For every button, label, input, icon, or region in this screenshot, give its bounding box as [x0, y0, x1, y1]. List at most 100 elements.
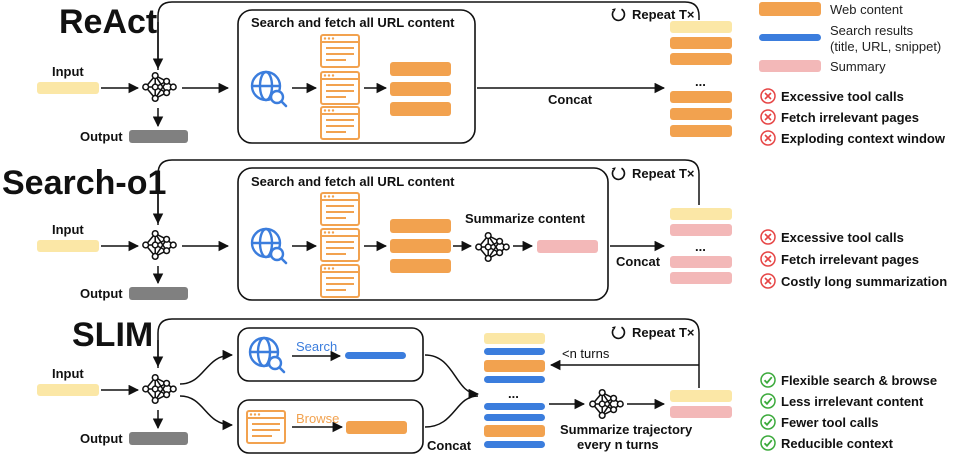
- check-icon: [760, 414, 776, 430]
- repeat-icon: [610, 166, 626, 181]
- trajectory-search-block: [484, 376, 545, 383]
- slim-concat-label: Concat: [427, 438, 472, 453]
- slim-ellipsis: ...: [508, 386, 519, 401]
- react-agent-network-icon: [142, 71, 177, 103]
- slim-benefit: Reducible context: [781, 436, 894, 451]
- trajectory-search-block: [484, 403, 545, 410]
- context-web-block: [670, 91, 732, 103]
- legend-search-results: Search results: [830, 23, 914, 38]
- summarizer-network-icon: [475, 231, 510, 263]
- react-tool-box: [237, 9, 476, 144]
- webpage-icon: [320, 192, 360, 226]
- search-o1-repeat-label: Repeat T×: [632, 166, 695, 181]
- slim-browse-label: Browse: [296, 411, 339, 426]
- context-web-block: [670, 37, 732, 49]
- trajectory-web-block: [484, 360, 545, 372]
- react-issue: Excessive tool calls: [781, 89, 904, 104]
- search-o1-input-label: Input: [52, 222, 84, 237]
- slim-title: SLIM: [72, 316, 153, 354]
- context-summary-block: [670, 272, 732, 284]
- search-o1-ellipsis: ...: [695, 239, 706, 254]
- web-content-block: [346, 421, 407, 434]
- context-input-block: [670, 21, 732, 33]
- search-o1-summarize-label: Summarize content: [465, 211, 586, 226]
- slim-search-label: Search: [296, 339, 337, 354]
- react-concat-label: Concat: [548, 92, 593, 107]
- slim-summarize-label: every n turns: [577, 437, 659, 452]
- webpage-icon: [320, 34, 360, 68]
- react-ellipsis: ...: [695, 74, 706, 89]
- react-output-bar: [129, 130, 188, 143]
- web-content-block: [390, 219, 451, 233]
- webpage-icon: [320, 71, 360, 105]
- legend-search-results-swatch: [759, 34, 821, 41]
- legend-web-content: Web content: [830, 2, 903, 17]
- legend-search-results-detail: (title, URL, snippet): [830, 39, 941, 54]
- legend-web-content-swatch: [759, 2, 821, 16]
- context-summary-block: [670, 256, 732, 268]
- slim-benefit: Fewer tool calls: [781, 415, 879, 430]
- check-icon: [760, 393, 776, 409]
- context-summary-block: [670, 224, 732, 236]
- search-o1-input-bar: [37, 240, 99, 252]
- webpage-icon: [320, 228, 360, 262]
- react-tool-box-title: Search and fetch all URL content: [251, 15, 455, 30]
- search-o1-tool-box-title: Search and fetch all URL content: [251, 174, 455, 189]
- slim-search-box: [237, 327, 424, 382]
- slim-input-label: Input: [52, 366, 84, 381]
- web-content-block: [390, 259, 451, 273]
- search-o1-concat-label: Concat: [616, 254, 661, 269]
- summary-block: [537, 240, 598, 253]
- react-section: ReAct Repeat T× Input Output Search and …: [37, 1, 946, 146]
- search-o1-output-bar: [129, 287, 188, 300]
- context-web-block: [670, 53, 732, 65]
- repeat-icon: [610, 325, 626, 340]
- search-o1-issue: Fetch irrelevant pages: [781, 252, 919, 267]
- legend-summary-swatch: [759, 60, 821, 72]
- web-content-block: [390, 102, 451, 116]
- cross-icon: [760, 251, 776, 267]
- cross-icon: [760, 229, 776, 245]
- react-title: ReAct: [59, 3, 157, 41]
- context-web-block: [670, 108, 732, 120]
- slim-benefit: Flexible search & browse: [781, 373, 937, 388]
- slim-benefit: Less irrelevant content: [781, 394, 924, 409]
- web-content-block: [390, 82, 451, 96]
- react-repeat-label: Repeat T×: [632, 7, 695, 22]
- trajectory-search-block: [484, 348, 545, 355]
- slim-output-bar: [129, 432, 188, 445]
- slim-output-label: Output: [80, 431, 123, 446]
- check-icon: [760, 372, 776, 388]
- react-input-bar: [37, 82, 99, 94]
- context-input-block: [670, 390, 732, 402]
- slim-summarize-label: Summarize trajectory: [560, 422, 693, 437]
- react-issue: Exploding context window: [781, 131, 946, 146]
- check-icon: [760, 435, 776, 451]
- context-web-block: [670, 125, 732, 137]
- webpage-icon: [320, 264, 360, 298]
- search-o1-title: Search-o1: [2, 164, 166, 202]
- slim-section: SLIM Repeat T× Input Output Search Brows…: [37, 316, 937, 454]
- repeat-icon: [610, 7, 626, 22]
- cross-icon: [760, 130, 776, 146]
- trajectory-search-block: [484, 441, 545, 448]
- search-o1-issue: Costly long summarization: [781, 274, 947, 289]
- react-input-label: Input: [52, 64, 84, 79]
- slim-n-turns-label: <n turns: [562, 346, 610, 361]
- trajectory-input-block: [484, 333, 545, 344]
- cross-icon: [760, 109, 776, 125]
- slim-input-bar: [37, 384, 99, 396]
- search-result-block: [345, 352, 406, 359]
- web-content-block: [390, 239, 451, 253]
- web-content-block: [390, 62, 451, 76]
- trajectory-web-block: [484, 425, 545, 437]
- summarizer-network-icon: [589, 388, 624, 420]
- search-o1-issue: Excessive tool calls: [781, 230, 904, 245]
- react-issue: Fetch irrelevant pages: [781, 110, 919, 125]
- legend: Web content Search results (title, URL, …: [759, 2, 941, 74]
- search-o1-output-label: Output: [80, 286, 123, 301]
- trajectory-search-block: [484, 414, 545, 421]
- cross-icon: [760, 273, 776, 289]
- cross-icon: [760, 88, 776, 104]
